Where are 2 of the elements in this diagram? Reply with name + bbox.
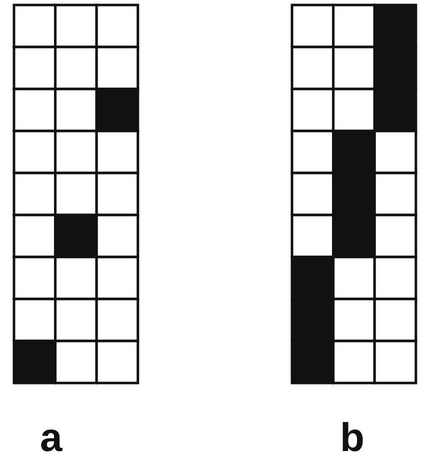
panel-label: b xyxy=(340,418,364,458)
panel-label: a xyxy=(40,418,62,458)
